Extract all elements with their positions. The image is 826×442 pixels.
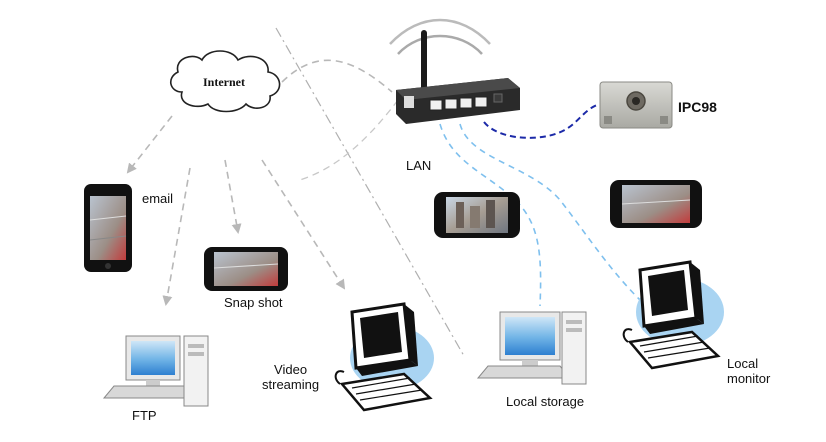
internet-label: Internet xyxy=(203,75,245,89)
arrow-to-snapshot xyxy=(224,159,242,234)
ftp-computer-icon xyxy=(102,335,209,407)
router-wan-line xyxy=(299,99,399,181)
ip-camera-icon xyxy=(599,81,673,129)
snapshot-label: Snap shot xyxy=(224,295,283,310)
local-monitor-label-line2: monitor xyxy=(727,371,771,386)
internet-router-link xyxy=(281,59,393,93)
wireless-router-icon xyxy=(389,18,520,124)
video-streaming-monitor-icon xyxy=(334,302,434,412)
local-monitor-label-line1: Local xyxy=(727,356,759,371)
smartphone-lan-icon xyxy=(434,192,520,238)
local-monitor-label: Local monitor xyxy=(727,356,770,386)
smartphone-email-icon xyxy=(84,184,132,272)
internet-cloud-icon xyxy=(170,50,281,113)
ftp-label: FTP xyxy=(132,408,157,423)
local-storage-label: Local storage xyxy=(506,394,585,409)
local-monitor-icon xyxy=(622,260,724,370)
arrow-to-video-streaming xyxy=(261,159,346,290)
arrow-to-email-phone xyxy=(126,115,173,174)
email-label: email xyxy=(142,191,174,206)
lan-link-monitor xyxy=(459,123,641,301)
separator-line xyxy=(275,27,465,357)
video-streaming-label-line2: streaming xyxy=(262,377,320,392)
video-streaming-label: Video streaming xyxy=(262,362,319,392)
router-camera-link xyxy=(483,103,601,139)
local-storage-computer-icon xyxy=(476,311,587,385)
ipcam-label: IPC98 xyxy=(678,99,717,115)
smartphone-snapshot-icon xyxy=(204,247,288,291)
lan-label: LAN xyxy=(406,158,432,173)
arrow-to-ftp xyxy=(162,167,191,306)
video-streaming-label-line1: Video xyxy=(274,362,308,377)
smartphone-lan-right-icon xyxy=(610,180,702,228)
